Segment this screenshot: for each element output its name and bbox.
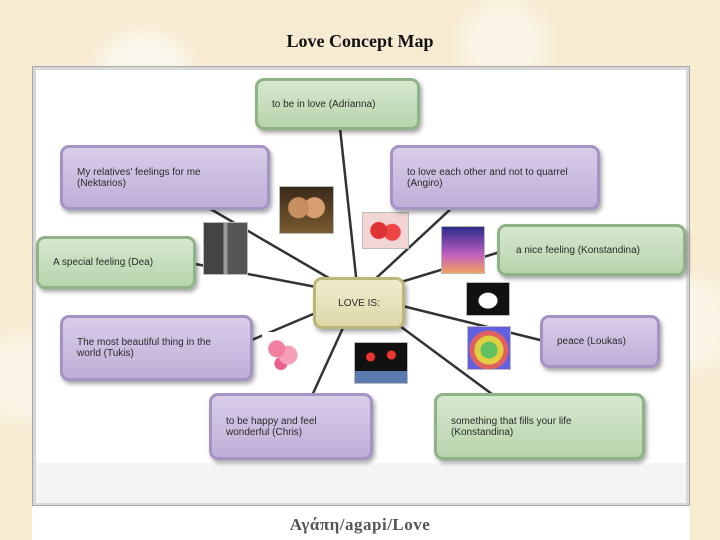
footer-bar [32, 506, 690, 540]
node-angiro-label: to love each other and not to quarrel (A… [407, 166, 568, 189]
node-adrianna-label: to be in love (Adrianna) [272, 98, 376, 110]
couple-hearts-photo [354, 342, 408, 384]
node-konstandina2: something that fills your life (Konstand… [434, 393, 645, 460]
black-white-hands-heart-photo [466, 282, 510, 316]
node-konstandina1-label: a nice feeling (Konstandina) [516, 244, 640, 256]
node-dea-label: A special feeling (Dea) [53, 257, 154, 268]
node-konstandina1: a nice feeling (Konstandina) [497, 224, 686, 276]
node-chris-label: to be happy and feel wonderful (Chris) [226, 415, 317, 438]
pink-hearts-photo [262, 332, 304, 374]
children-photo [203, 222, 248, 275]
canvas-bottom-area [36, 463, 686, 503]
rainbow-heart-photo [467, 326, 511, 370]
connector-adrianna [338, 126, 360, 297]
node-loukas: peace (Loukas) [540, 315, 660, 368]
node-adrianna: to be in love (Adrianna) [255, 78, 420, 130]
node-konstandina2-label: something that fills your life (Konstand… [451, 415, 572, 438]
node-center-label: LOVE IS: [338, 297, 380, 309]
page-title: Love Concept Map [286, 31, 434, 51]
node-loukas-label: peace (Loukas) [557, 336, 626, 347]
node-center: LOVE IS: [313, 277, 405, 329]
node-nektarios-label: My relatives' feelings for me (Nektarios… [77, 166, 201, 189]
teddy-bears-photo [279, 186, 334, 234]
roses-photo [362, 212, 409, 249]
node-nektarios: My relatives' feelings for me (Nektarios… [60, 145, 270, 210]
footer-caption: Αγάπη/agapi/Love [289, 515, 431, 534]
node-tukis: The most beautiful thing in the world (T… [60, 315, 253, 381]
hands-heart-photo [441, 226, 485, 274]
node-tukis-label: The most beautiful thing in the world (T… [77, 337, 211, 359]
node-dea: A special feeling (Dea) [36, 236, 196, 289]
node-angiro: to love each other and not to quarrel (A… [390, 145, 600, 210]
node-chris: to be happy and feel wonderful (Chris) [209, 393, 373, 460]
